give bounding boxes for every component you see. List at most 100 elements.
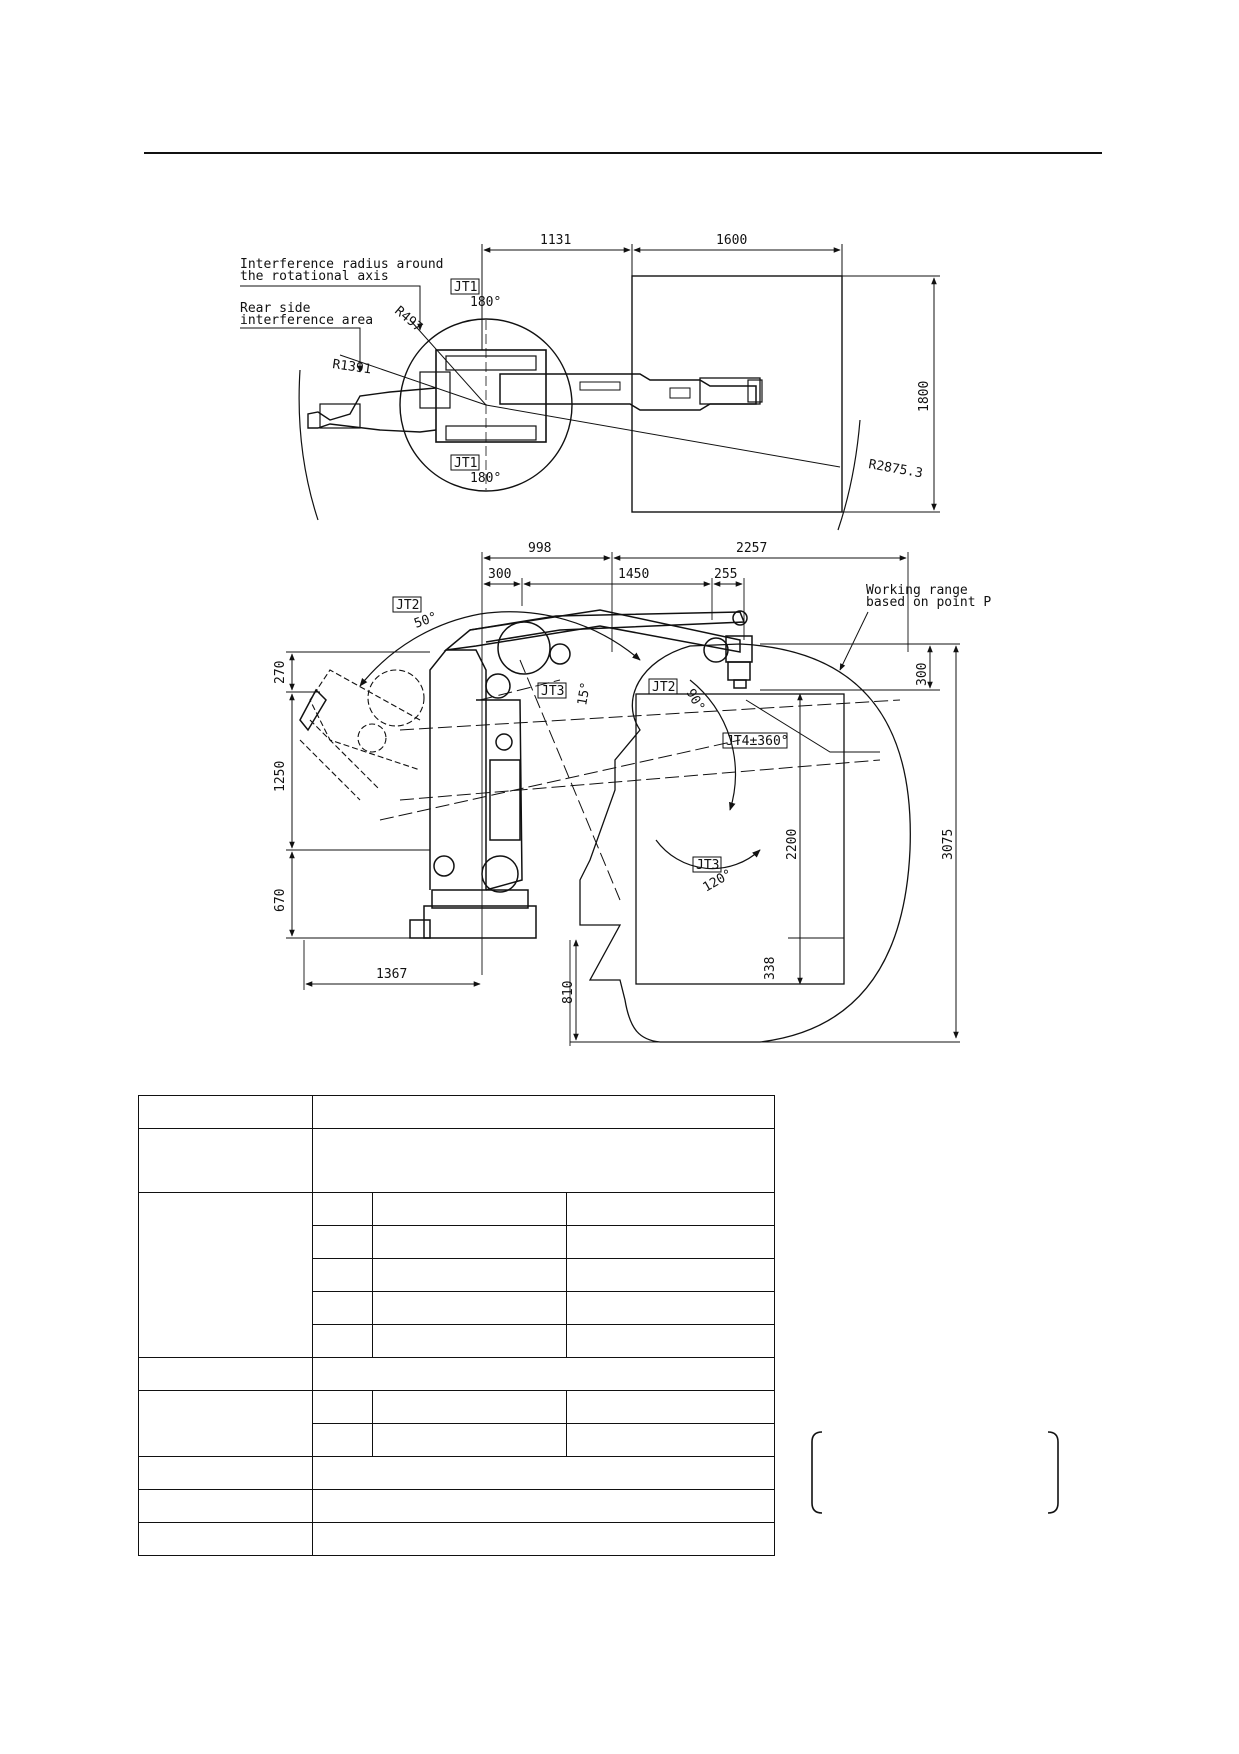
dim-r1391: R1391 [331, 357, 372, 377]
table-row [138, 1095, 776, 1129]
table-cell [311, 1357, 776, 1391]
table-row [138, 1357, 776, 1391]
label-jt4: JT4±360° [726, 734, 789, 749]
table-cell [311, 1456, 776, 1490]
table-cell [312, 1324, 373, 1358]
top-view [240, 244, 940, 531]
label-jt1-angle-bottom: 180° [470, 471, 501, 486]
table-cell [565, 1225, 776, 1259]
table-row [138, 1390, 776, 1457]
dim-1131: 1131 [540, 233, 571, 248]
dim-1450: 1450 [618, 567, 649, 582]
dim-338: 338 [763, 957, 778, 980]
table-cell [311, 1489, 776, 1523]
table-cell [565, 1192, 776, 1226]
dim-270: 270 [273, 661, 288, 684]
table-cell [138, 1489, 313, 1523]
table-row [138, 1456, 776, 1490]
table-cell [312, 1423, 373, 1457]
dim-r2875: R2875.3 [867, 457, 924, 481]
dim-300-top: 300 [488, 567, 511, 582]
table-cell [565, 1258, 776, 1292]
jt1-box-top [450, 278, 480, 295]
table-cell [312, 1225, 373, 1259]
side-working-area [635, 693, 845, 985]
label-working-range-1: Working range [866, 583, 968, 598]
table-cell [138, 1456, 313, 1490]
table-cell [138, 1192, 313, 1358]
table-cell [372, 1258, 567, 1292]
label-jt1-bottom: JT1 [454, 456, 477, 471]
table-cell [312, 1390, 373, 1424]
label-working-range-2: based on point P [866, 595, 991, 610]
label-jt3-bottom: JT3 [696, 858, 719, 873]
table-cell [372, 1192, 567, 1226]
table-cell [311, 1522, 776, 1556]
dim-255: 255 [714, 567, 737, 582]
dim-1367: 1367 [376, 967, 407, 982]
jt3-box-top [537, 682, 567, 699]
table-cell [138, 1357, 313, 1391]
header-rule [144, 152, 1102, 154]
table-row [139, 1324, 776, 1358]
label-jt1-angle-top: 180° [470, 295, 501, 310]
top-working-area [631, 275, 843, 513]
table-cell [565, 1291, 776, 1325]
table-cell [138, 1128, 313, 1193]
table-cell [372, 1225, 567, 1259]
table-cell [565, 1423, 776, 1457]
top-rotational-circle [399, 318, 573, 492]
table-cell [565, 1390, 776, 1424]
table-cell [138, 1095, 313, 1129]
table-cell [565, 1324, 776, 1358]
label-interference-radius-1: Interference radius around [240, 257, 444, 272]
label-jt2-top: JT2 [396, 598, 419, 613]
dim-1250: 1250 [273, 761, 288, 792]
table-row [138, 1522, 776, 1556]
top-view-text: Interference radius around the rotationa… [240, 233, 932, 486]
table-cell [372, 1324, 567, 1358]
table-cell [372, 1423, 567, 1457]
label-interference-radius-2: the rotational axis [240, 269, 389, 284]
side-view-text: 998 2257 300 1450 255 270 1250 670 1367 … [273, 541, 991, 1004]
dim-2257: 2257 [736, 541, 767, 556]
table-row [139, 1423, 776, 1457]
spec-table [138, 1095, 776, 1556]
dim-300-right: 300 [915, 663, 930, 686]
label-jt1-top: JT1 [454, 280, 477, 295]
table-row [138, 1128, 776, 1193]
table-cell [312, 1258, 373, 1292]
side-view [286, 552, 960, 1046]
dim-1600: 1600 [716, 233, 747, 248]
dim-3075: 3075 [941, 829, 956, 860]
table-cell [311, 1128, 776, 1193]
table-row [138, 1489, 776, 1523]
jt4-box [722, 732, 788, 749]
label-jt2-angle2: 90° [683, 687, 708, 715]
table-cell [312, 1192, 373, 1226]
table-cell [138, 1522, 313, 1556]
table-cell [138, 1390, 313, 1457]
table-row [139, 1291, 776, 1325]
working-range-envelope [579, 643, 911, 1043]
label-rear-side-2: interference area [240, 313, 373, 328]
dim-810: 810 [561, 981, 576, 1004]
note-bracket [811, 1431, 1059, 1514]
jt3-box-bottom [692, 856, 722, 873]
dim-1800: 1800 [917, 381, 932, 412]
label-rear-side-1: Rear side [240, 301, 311, 316]
label-jt3-top: JT3 [541, 684, 564, 699]
table-cell [372, 1291, 567, 1325]
table-cell [311, 1095, 776, 1129]
table-cell [312, 1291, 373, 1325]
jt2-box-top [392, 596, 422, 613]
robot-side-body [299, 609, 753, 939]
dim-670: 670 [273, 889, 288, 912]
table-row [139, 1225, 776, 1259]
table-cell [372, 1390, 567, 1424]
jt2-box-right [648, 678, 678, 695]
table-row [138, 1192, 776, 1358]
jt1-box-bottom [450, 454, 480, 471]
label-jt2-right: JT2 [652, 680, 675, 695]
